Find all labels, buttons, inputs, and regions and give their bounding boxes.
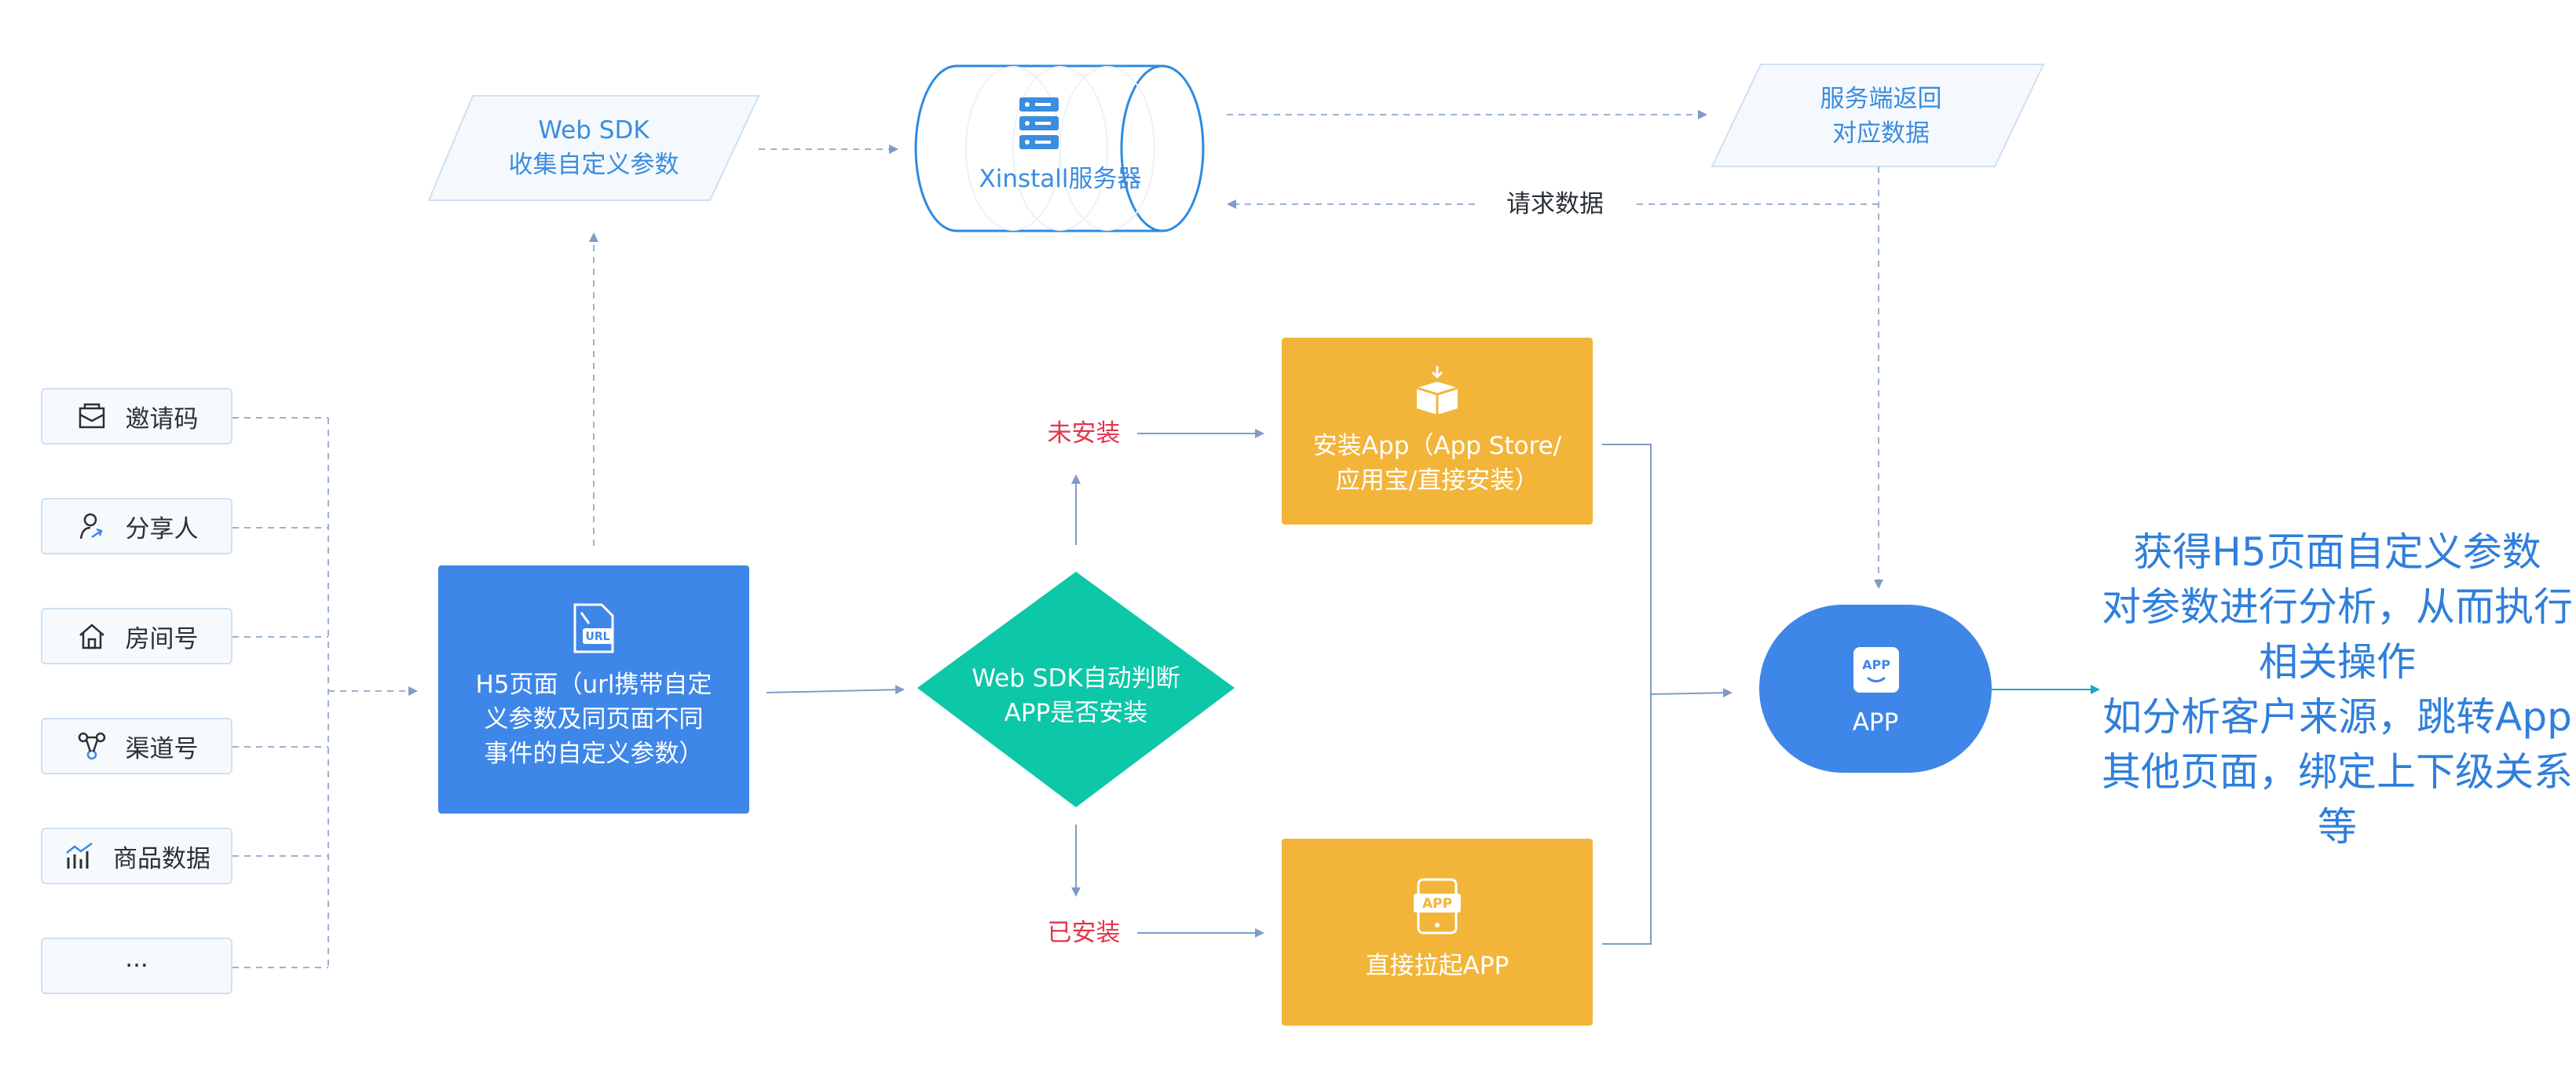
websdk-collect-label: Web SDK 收集自定义参数 [445, 113, 743, 182]
installed-label: 已安装 [1047, 919, 1121, 947]
result-line3: 相关操作 [2259, 639, 2416, 685]
websdk-collect-line2: 收集自定义参数 [508, 151, 679, 179]
param-label: 分享人 [125, 514, 199, 543]
svg-text:APP: APP [1422, 896, 1452, 912]
install-app-box: 安装App（App Store/ 应用宝/直接安装） [1282, 338, 1593, 525]
params-connector [232, 417, 418, 968]
param-label: 渠道号 [125, 734, 199, 763]
result-line4: 如分析客户来源，跳转App [2102, 694, 2572, 740]
h5-page-box: URL H5页面（url携带自定 义参数及同页面不同 事件的自定义参数） [438, 565, 749, 814]
result-line2: 对参数进行分析，从而执行 [2102, 584, 2573, 630]
param-product-data: 商品数据 [41, 828, 232, 884]
decision-label: Web SDK自动判断 APP是否安装 [942, 661, 1209, 730]
param-room-number: 房间号 [41, 608, 232, 664]
param-more: ··· [41, 938, 232, 994]
result-line5: 其他页面，绑定上下级关系 [2102, 749, 2573, 795]
bar-chart-icon [63, 839, 96, 872]
server-return-line2: 对应数据 [1832, 119, 1930, 148]
result-line1: 获得H5页面自定义参数 [2133, 529, 2541, 575]
server-return-label: 服务端返回 对应数据 [1736, 82, 2026, 151]
install-app-label: 安装App（App Store/ 应用宝/直接安装） [1282, 429, 1593, 498]
app-label: APP [1852, 708, 1899, 737]
param-label: ··· [125, 952, 148, 980]
decision-line2: APP是否安装 [1004, 699, 1148, 727]
person-share-icon [75, 510, 108, 543]
merge-bracket [1602, 444, 1652, 945]
server-icon [1018, 96, 1060, 151]
result-line6: 等 [2318, 804, 2357, 850]
h5-page-label: H5页面（url携带自定 义参数及同页面不同 事件的自定义参数） [438, 668, 749, 771]
param-invite-code: 邀请码 [41, 388, 232, 444]
param-label: 房间号 [125, 624, 199, 653]
envelope-icon [75, 400, 108, 433]
h5-line2: 义参数及同页面不同 [484, 705, 704, 733]
install-app-line1: 安装App（App Store/ [1312, 432, 1562, 460]
url-file-icon: URL [570, 603, 617, 653]
server-return-line1: 服务端返回 [1820, 85, 1942, 113]
param-sharer: 分享人 [41, 498, 232, 554]
result-text: 获得H5页面自定义参数 对参数进行分析，从而执行 相关操作 如分析客户来源，跳转… [2089, 525, 2576, 854]
websdk-collect-line1: Web SDK [538, 116, 649, 144]
app-tablet-icon: APP [1414, 878, 1461, 935]
h5-line3: 事件的自定义参数） [484, 740, 704, 768]
server-return-shape [1711, 64, 2045, 167]
decision-diamond [917, 572, 1235, 807]
launch-app-box: APP 直接拉起APP [1282, 839, 1593, 1026]
launch-app-label: 直接拉起APP [1365, 952, 1509, 980]
param-channel-number: 渠道号 [41, 718, 232, 774]
install-app-line2: 应用宝/直接安装） [1335, 466, 1539, 495]
merge-to-app-arrow [1650, 688, 1733, 698]
house-icon [75, 620, 108, 653]
param-label: 邀请码 [125, 404, 199, 433]
websdk-collect-shape [427, 95, 760, 201]
h5-to-decision-arrow [766, 685, 905, 695]
app-node: APP APP [1759, 605, 1992, 773]
app-icon: APP [1853, 647, 1899, 693]
not-installed-label: 未安装 [1047, 419, 1121, 448]
h5-line1: H5页面（url携带自定 [475, 671, 712, 699]
svg-text:URL: URL [585, 631, 609, 643]
app-icon-text: APP [1862, 657, 1890, 672]
decision-line1: Web SDK自动判断 [971, 664, 1180, 693]
request-data-label: 请求数据 [1506, 190, 1604, 218]
param-label: 商品数据 [113, 844, 210, 873]
channel-icon [75, 730, 108, 763]
open-box-icon [1414, 364, 1461, 416]
server-label: Xinstall服务器 [979, 165, 1142, 193]
